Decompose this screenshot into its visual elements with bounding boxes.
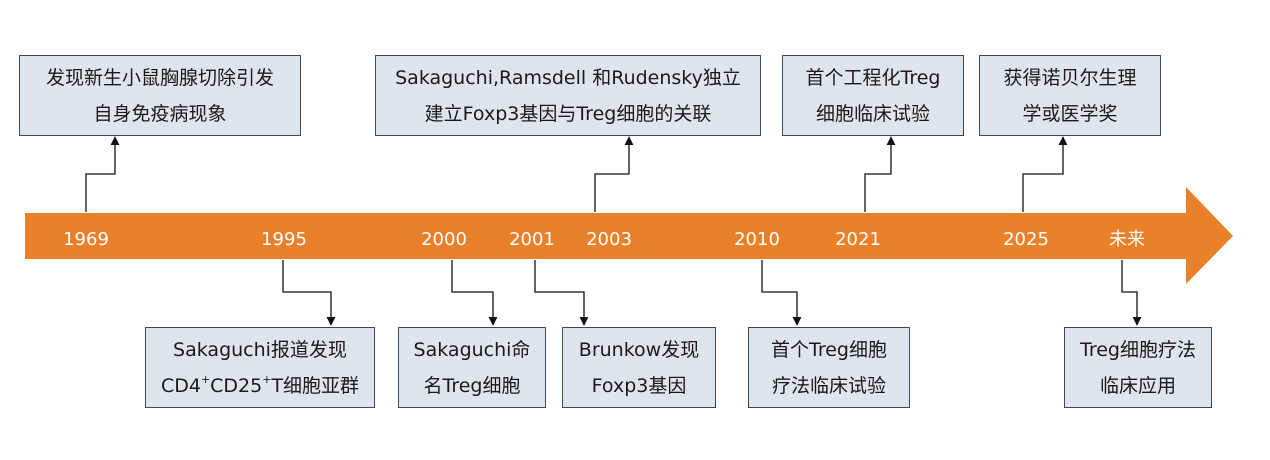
- year-label-2001: 2001: [509, 229, 555, 250]
- event-box-future: Treg细胞疗法 临床应用: [1064, 327, 1212, 408]
- event-text-line2: Foxp3基因: [591, 374, 687, 397]
- event-box-2003: Sakaguchi,Ramsdell 和Rudensky独立 建立Foxp3基因…: [375, 55, 761, 136]
- event-text-line2: 细胞临床试验: [815, 102, 930, 125]
- cd4-text: CD4: [160, 374, 201, 397]
- event-text-line2: 疗法临床试验: [771, 374, 886, 397]
- year-label-1969: 1969: [63, 229, 109, 250]
- event-box-2025: 获得诺贝尔生理 学或医学奖: [979, 55, 1161, 136]
- event-text-line1: Treg细胞疗法: [1080, 338, 1196, 361]
- connector-2021: [864, 136, 896, 212]
- connector-1995: [282, 260, 336, 326]
- event-text-line1: Sakaguchi命: [413, 338, 531, 361]
- cd25-text: CD25: [210, 374, 263, 397]
- event-text-line2: 自身免疫病现象: [93, 102, 227, 125]
- year-label-future: 未来: [1109, 229, 1145, 250]
- event-text-line2: 名Treg细胞: [423, 374, 521, 397]
- connector-2003: [594, 136, 634, 212]
- event-text-line2: 临床应用: [1099, 374, 1176, 397]
- event-text-line1: Brunkow发现: [578, 338, 700, 361]
- event-text-line2: CD4+CD25+T细胞亚群: [161, 368, 359, 404]
- superscript-plus: +: [262, 373, 272, 387]
- year-label-2000: 2000: [421, 229, 467, 250]
- connector-2025: [1022, 136, 1068, 212]
- connector-1969: [85, 136, 120, 212]
- connector-2010: [761, 260, 802, 326]
- year-label-2025: 2025: [1003, 229, 1049, 250]
- event-text-line1: 获得诺贝尔生理: [1003, 66, 1137, 89]
- year-label-2003: 2003: [586, 229, 632, 250]
- event-text-line1: 首个Treg细胞: [771, 338, 887, 361]
- event-text-line1: Sakaguchi,Ramsdell 和Rudensky独立: [395, 66, 741, 89]
- timeline-arrow: [25, 187, 1233, 284]
- event-text-line1: 首个工程化Treg: [805, 66, 941, 89]
- superscript-plus: +: [200, 373, 211, 387]
- event-box-1995: Sakaguchi报道发现 CD4+CD25+T细胞亚群: [145, 327, 375, 408]
- year-label-2021: 2021: [835, 229, 881, 250]
- event-box-2021: 首个工程化Treg 细胞临床试验: [782, 55, 964, 136]
- event-text-line2: 建立Foxp3基因与Treg细胞的关联: [424, 102, 712, 125]
- year-label-1995: 1995: [261, 229, 307, 250]
- connector-2001: [534, 260, 589, 326]
- event-box-2010: 首个Treg细胞 疗法临床试验: [748, 327, 910, 408]
- event-text-line1: Sakaguchi报道发现: [173, 338, 347, 361]
- connector-2000: [451, 260, 498, 326]
- event-box-2001: Brunkow发现 Foxp3基因: [562, 327, 716, 408]
- year-label-2010: 2010: [734, 229, 780, 250]
- event-box-2000: Sakaguchi命 名Treg细胞: [398, 327, 546, 408]
- event-box-1969: 发现新生小鼠胸腺切除引发 自身免疫病现象: [19, 55, 301, 136]
- event-text-line1: 发现新生小鼠胸腺切除引发: [45, 66, 274, 89]
- connector-future: [1121, 260, 1142, 326]
- event-text-line2: 学或医学奖: [1022, 102, 1118, 125]
- t-cell-subset-text: T细胞亚群: [271, 374, 360, 397]
